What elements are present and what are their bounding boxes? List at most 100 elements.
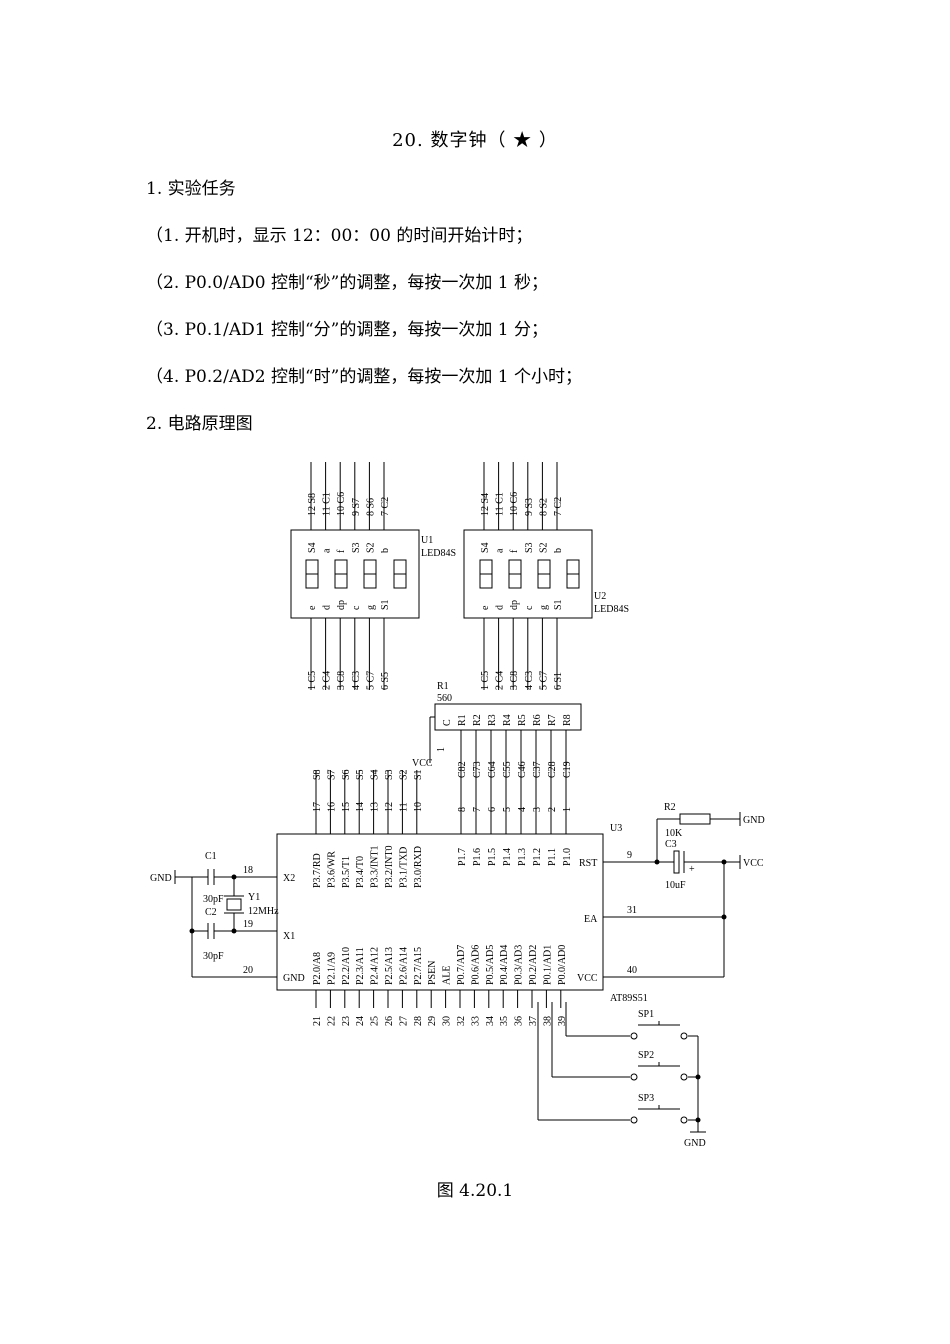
p1-net-label: C82 bbox=[457, 761, 468, 778]
y1-value: 12MHz bbox=[248, 906, 279, 917]
u1-top-seg-label: S2 bbox=[365, 542, 376, 553]
sp1-label: SP1 bbox=[638, 1009, 654, 1020]
u2-bottom-pin-label: 6 S1 bbox=[553, 672, 564, 690]
p3-net-label: S3 bbox=[384, 769, 395, 780]
section-heading-task: 1. 实验任务 bbox=[146, 179, 236, 199]
u1-top-seg-label: f bbox=[336, 549, 347, 553]
p1-pin-name: P1.1 bbox=[547, 848, 558, 866]
p1-pin-name: P1.7 bbox=[457, 848, 468, 866]
gnd-label-r2: GND bbox=[743, 815, 765, 826]
p3-pin-number: 16 bbox=[326, 802, 337, 812]
r1-pin-label: R6 bbox=[532, 714, 543, 726]
u2-top-pin-label: 9 S3 bbox=[524, 498, 535, 516]
r1-pin-label: R4 bbox=[502, 714, 513, 726]
pin-18: 18 bbox=[243, 865, 253, 876]
p3-net-label: S7 bbox=[326, 769, 337, 780]
r1-pin-label: R1 bbox=[457, 714, 468, 726]
c2-ref: C2 bbox=[205, 907, 217, 918]
u1-top-pin-label: 8 S6 bbox=[365, 498, 376, 516]
u2-top-pin-label: 7 C2 bbox=[553, 497, 564, 516]
bottom-pin-number: 30 bbox=[442, 1016, 453, 1026]
u1-part: LED84S bbox=[421, 548, 456, 559]
p1-pin-number: 6 bbox=[487, 807, 498, 812]
p3-pin-name: P3.4/T0 bbox=[355, 856, 366, 888]
r1-pin-label: R5 bbox=[517, 714, 528, 726]
u1-bottom-seg-label: S1 bbox=[380, 599, 391, 610]
p3-pin-number: 15 bbox=[341, 802, 352, 812]
pin-9: 9 bbox=[627, 850, 632, 861]
p1-pin-name: P1.3 bbox=[517, 848, 528, 866]
p1-pin-number: 7 bbox=[472, 807, 483, 812]
bottom-pin-number: 28 bbox=[413, 1016, 424, 1026]
vcc-label-c3: VCC bbox=[743, 858, 764, 869]
bottom-pin-name: P0.6/AD6 bbox=[470, 945, 481, 985]
sp2-label: SP2 bbox=[638, 1050, 654, 1061]
u2-top-pin-label: 12 S4 bbox=[480, 493, 491, 516]
p3-net-label: S4 bbox=[370, 769, 381, 780]
u3-part: AT89S51 bbox=[610, 993, 648, 1004]
bottom-pin-name: P2.6/A14 bbox=[398, 947, 409, 985]
p3-pin-name: P3.3/INT1 bbox=[370, 846, 381, 889]
bottom-pin-number: 37 bbox=[528, 1016, 539, 1026]
p1-pin-number: 3 bbox=[532, 807, 543, 812]
r2-ref: R2 bbox=[664, 802, 676, 813]
u1-bottom-seg-label: c bbox=[351, 605, 362, 610]
u2-top-pin-label: 8 S2 bbox=[538, 498, 549, 516]
p3-pin-number: 11 bbox=[398, 802, 409, 812]
bottom-pin-name: P2.2/A10 bbox=[341, 947, 352, 985]
bottom-pin-name: P0.1/AD1 bbox=[542, 945, 553, 985]
c3-value: 10uF bbox=[665, 880, 686, 891]
u1-bottom-pin-label: 1 C5 bbox=[307, 671, 318, 690]
p1-pin-number: 5 bbox=[502, 807, 513, 812]
p1-net-label: C64 bbox=[487, 761, 498, 778]
r2-value: 10K bbox=[665, 828, 683, 839]
p3-net-label: S2 bbox=[398, 769, 409, 780]
p1-net-label: C37 bbox=[532, 761, 543, 778]
pin-19: 19 bbox=[243, 919, 253, 930]
p1-pin-number: 1 bbox=[562, 807, 573, 812]
p3-pin-number: 14 bbox=[355, 802, 366, 812]
sp3-label: SP3 bbox=[638, 1093, 654, 1104]
p1-pin-number: 4 bbox=[517, 807, 528, 812]
bottom-pin-number: 39 bbox=[557, 1016, 568, 1026]
u2-bottom-pin-label: 1 C5 bbox=[480, 671, 491, 690]
p1-net-label: C19 bbox=[562, 761, 573, 778]
c3-ref: C3 bbox=[665, 839, 677, 850]
bottom-pin-number: 35 bbox=[499, 1016, 510, 1026]
section-heading-circuit: 2. 电路原理图 bbox=[146, 414, 253, 434]
u2-top-seg-label: b bbox=[553, 548, 564, 553]
bottom-pin-name: ALE bbox=[442, 966, 453, 985]
figure-caption: 图 4.20.1 bbox=[436, 1181, 514, 1201]
u3-mcu-body bbox=[276, 833, 604, 991]
gnd-label-switch: GND bbox=[684, 1138, 706, 1149]
u2-top-pin-label: 11 C1 bbox=[495, 492, 506, 516]
p1-net-label: C55 bbox=[502, 761, 513, 778]
u1-top-pin-label: 11 C1 bbox=[322, 492, 333, 516]
p1-pin-name: P1.2 bbox=[532, 848, 543, 866]
u2-bottom-seg-label: e bbox=[480, 605, 491, 610]
r1-value: 560 bbox=[437, 693, 452, 704]
p1-pin-name: P1.6 bbox=[472, 848, 483, 866]
p1-pin-name: P1.0 bbox=[562, 848, 573, 866]
p1-net-label: C46 bbox=[517, 761, 528, 778]
u2-bottom-seg-label: d bbox=[495, 605, 506, 610]
u1-bottom-seg-label: e bbox=[307, 605, 318, 610]
p3-pin-name: P3.5/T1 bbox=[341, 856, 352, 888]
u1-bottom-seg-label: g bbox=[365, 605, 376, 610]
u1-bottom-pin-label: 4 C3 bbox=[351, 671, 362, 690]
task-item: （4. P0.2/AD2 控制“时”的调整，每按一次加 1 个小时； bbox=[146, 367, 582, 387]
pin-31: 31 bbox=[627, 905, 637, 916]
y1-ref: Y1 bbox=[248, 892, 260, 903]
u2-top-pin-label: 10 C6 bbox=[509, 492, 520, 516]
bottom-pin-number: 27 bbox=[398, 1016, 409, 1026]
u1-top-seg-label: b bbox=[380, 548, 391, 553]
p1-pin-number: 2 bbox=[547, 807, 558, 812]
bottom-pin-name: P2.0/A8 bbox=[312, 952, 323, 985]
pin-20: 20 bbox=[243, 965, 253, 976]
bottom-pin-name: P2.4/A12 bbox=[370, 947, 381, 985]
r1-pin-label: R8 bbox=[562, 714, 573, 726]
vcc-pin-label: VCC bbox=[577, 973, 598, 984]
bottom-pin-number: 34 bbox=[485, 1016, 496, 1026]
gnd-pin-label: GND bbox=[283, 973, 305, 984]
bottom-pin-name: P2.3/A11 bbox=[355, 947, 366, 985]
